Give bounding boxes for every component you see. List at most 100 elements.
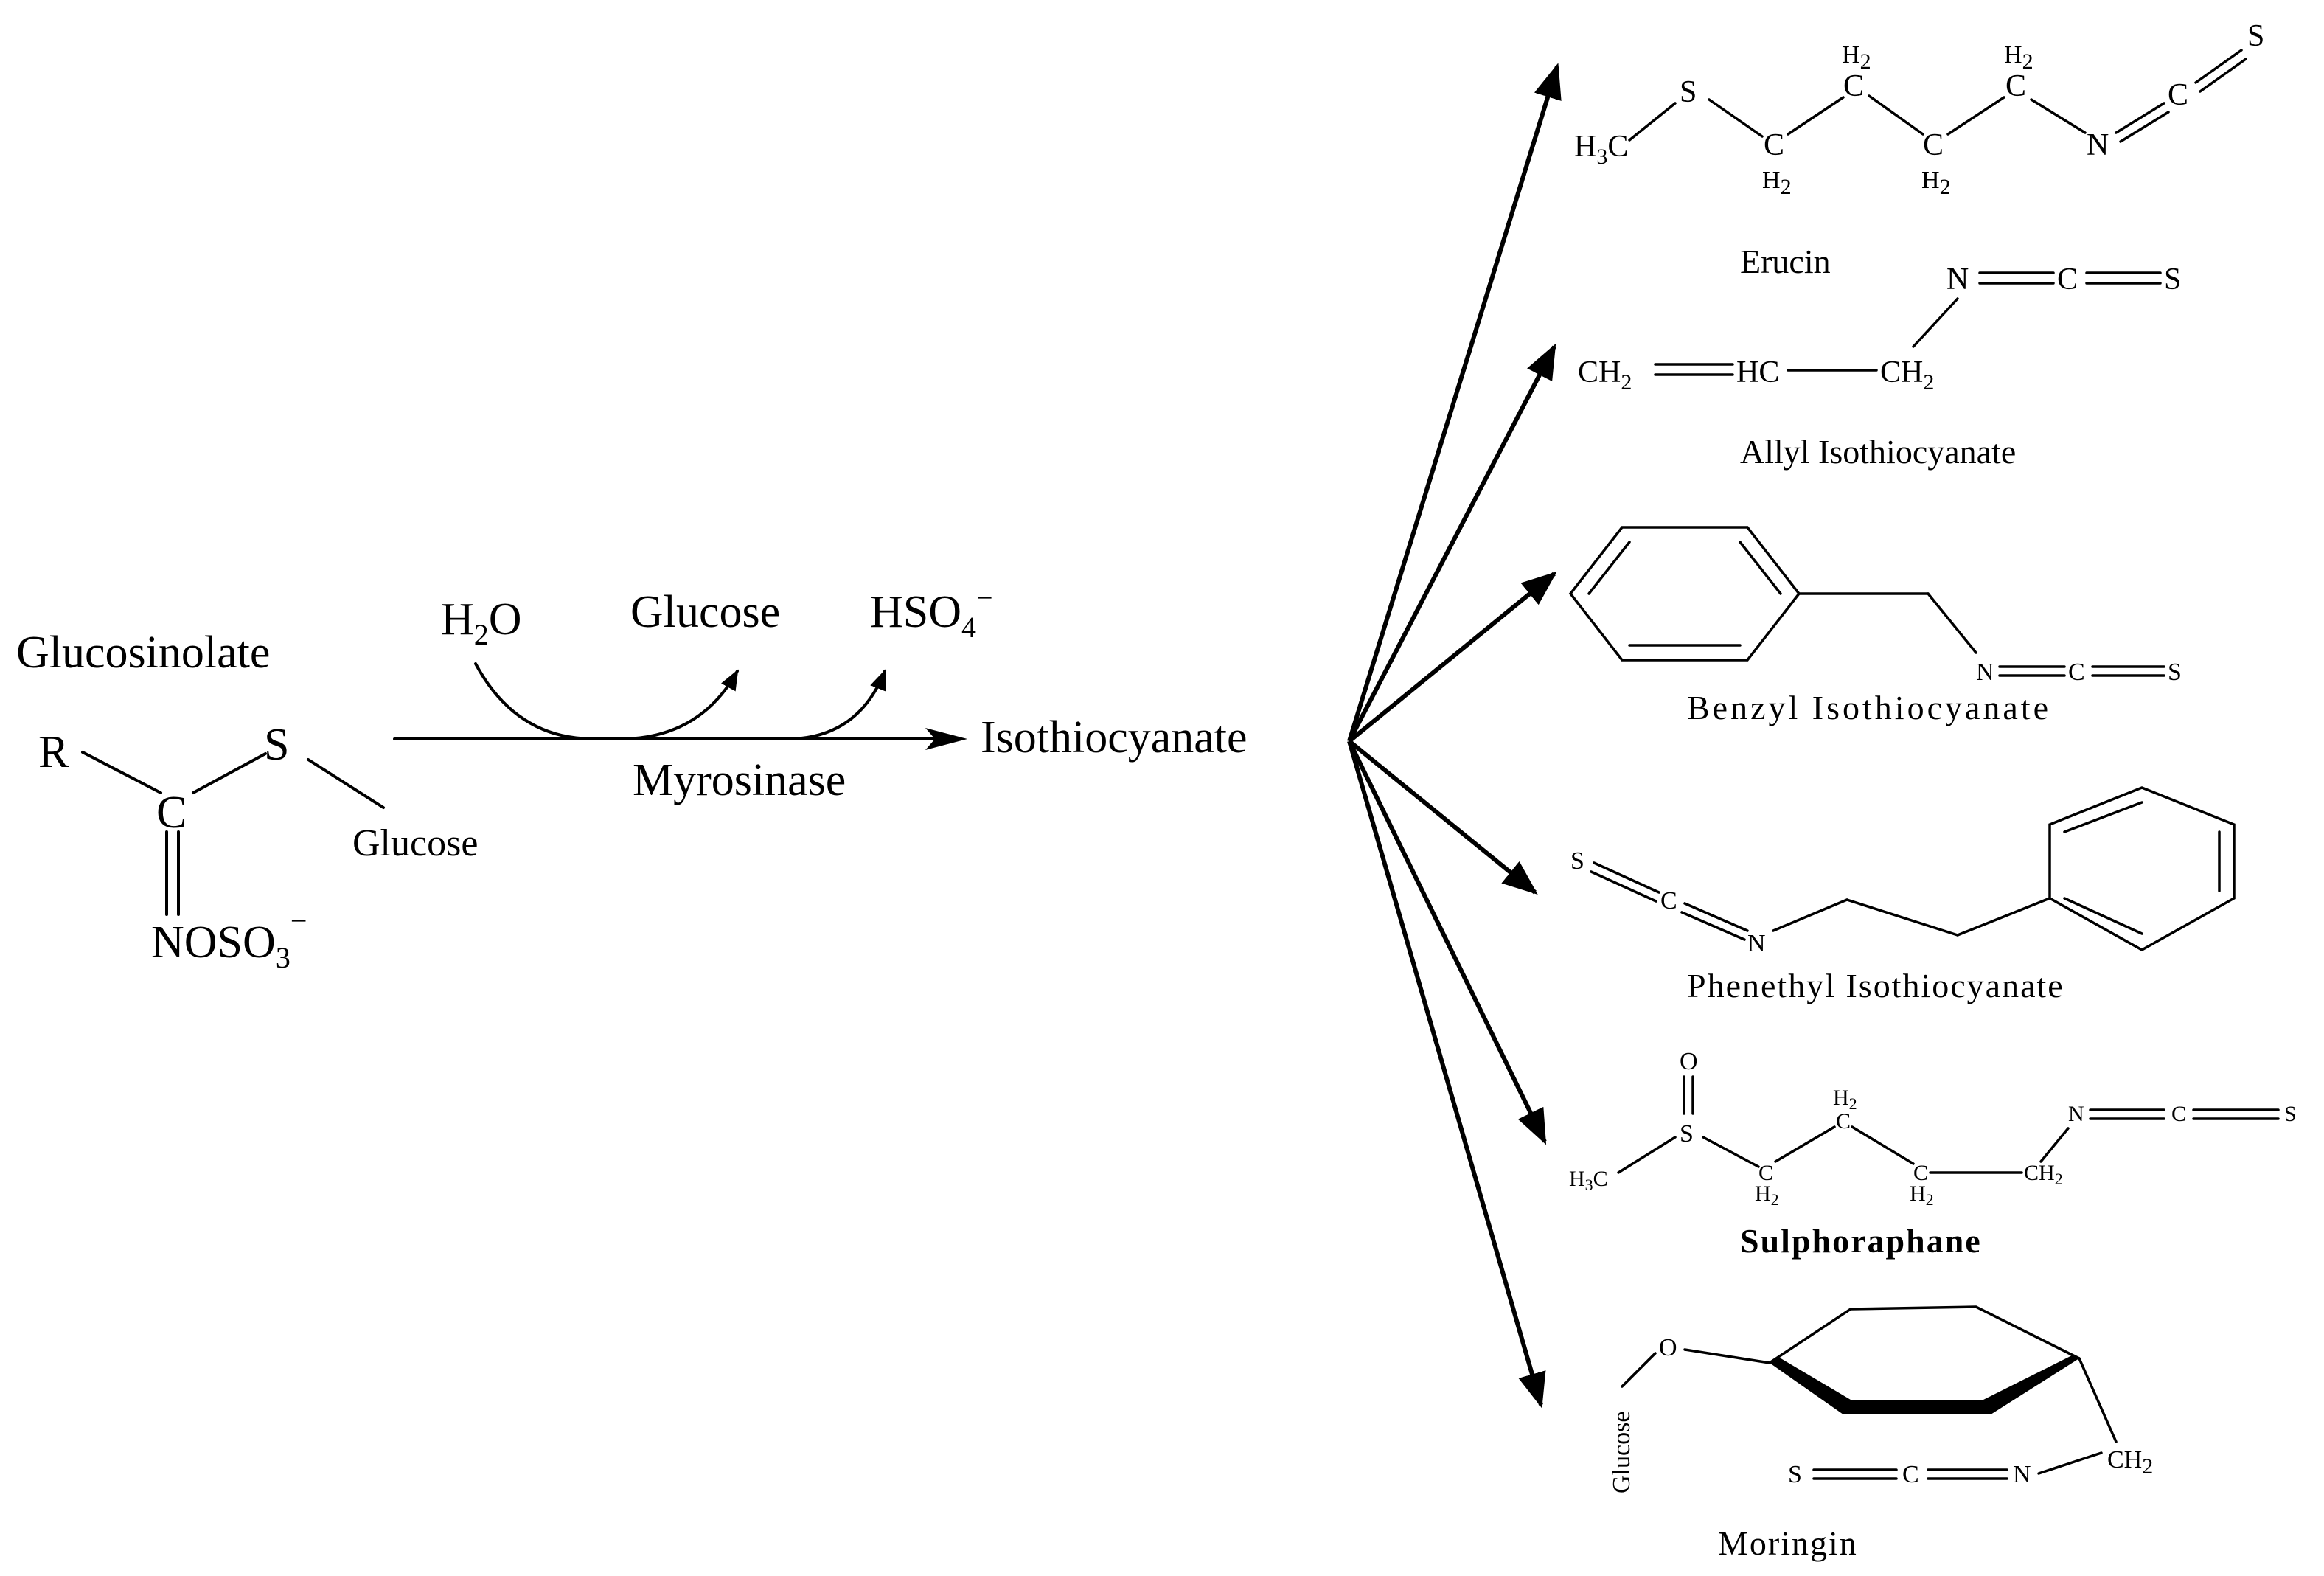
benzyl-ch2-n-bond	[1927, 592, 1977, 654]
bisulfate-release-arrow	[791, 669, 886, 740]
sulph-bond-6	[2039, 1127, 2070, 1163]
water-curved-arrow	[474, 662, 595, 740]
erucin-bond-3	[1787, 96, 1845, 136]
erucin-bond-6	[2030, 98, 2087, 134]
allyl-n: N	[1946, 263, 1969, 296]
benzyl-c: C	[2068, 659, 2085, 686]
benzyl-name: Benzyl Isothiocyanate	[1687, 689, 2051, 726]
erucin-bond-2	[1708, 98, 1764, 138]
sulphoraphane-structure: O S H3C C H2 C H2 C H2 CH2 N C S Sulphor…	[1569, 1048, 2297, 1260]
moringin-glucose: Glucose	[1608, 1412, 1635, 1493]
erucin-c1: C	[1764, 128, 1784, 162]
allyl-isothiocyanate-structure: CH2 HC CH2 N C S Allyl Isothiocyanate	[1578, 263, 2181, 471]
moringin-n: N	[2013, 1461, 2031, 1488]
arrow-to-moringin	[1347, 740, 1546, 1409]
erucin-double-1b	[2119, 111, 2170, 143]
sulph-c1: C	[1758, 1161, 1773, 1185]
phenethyl-name: Phenethyl Isothiocyanate	[1687, 967, 2064, 1004]
carbon-atom: C	[156, 788, 187, 838]
product-arrows	[1347, 63, 1562, 1409]
reaction-arrowhead	[925, 728, 967, 750]
enzyme-label: Myrosinase	[633, 755, 846, 805]
sulph-c4: C	[2171, 1102, 2186, 1126]
benzyl-isothiocyanate-structure: N C S Benzyl Isothiocyanate	[1568, 526, 2182, 726]
erucin-n: N	[2087, 128, 2109, 162]
erucin-bond-4	[1868, 94, 1924, 136]
sulphoraphane-name: Sulphoraphane	[1740, 1222, 1982, 1260]
sulph-c2: C	[1836, 1109, 1851, 1134]
phenethyl-ring-inner-1	[2063, 801, 2143, 833]
benzyl-ring	[1568, 526, 1801, 662]
erucin-c5: C	[2168, 78, 2188, 112]
phenethyl-cn-a	[1683, 902, 1749, 932]
glucose-substituent: Glucose	[352, 822, 478, 864]
sulph-bond-2	[1702, 1136, 1760, 1168]
allyl-s: S	[2164, 263, 2181, 296]
moringin-ch2-n-bond	[2037, 1451, 2103, 1475]
erucin-bond-5	[1946, 96, 2005, 136]
reaction-arrow-group: H2O Glucose HSO4− Myrosinase Isothiocyan…	[393, 581, 1248, 805]
erucin-s: S	[1680, 75, 1697, 109]
sulph-s: S	[1680, 1120, 1694, 1148]
oxime-sulfate-group: NOSO3−	[151, 904, 307, 974]
water-label: H2O	[441, 594, 522, 651]
erucin-c3: C	[1923, 128, 1944, 162]
sulph-s-end: S	[2284, 1102, 2297, 1126]
sulph-ch2: CH2	[2024, 1161, 2063, 1188]
phenethyl-s: S	[1570, 847, 1584, 875]
phenethyl-n: N	[1747, 930, 1766, 957]
erucin-h2-1: H2	[1762, 167, 1792, 199]
phenethyl-cn-b	[1680, 911, 1746, 941]
sulph-h3c: H3C	[1569, 1167, 1608, 1194]
phenethyl-bond-3	[1956, 897, 2051, 937]
glucosinolate-structure: Glucosinolate R C S Glucose NOSO3−	[16, 628, 478, 974]
glucose-byproduct-label: Glucose	[630, 587, 780, 637]
sulph-h2-3: H2	[1910, 1181, 1934, 1209]
r-group-atom: R	[38, 727, 69, 777]
moringin-s: S	[1788, 1461, 1802, 1488]
arrow-to-erucin	[1347, 63, 1562, 742]
r-c-bond	[81, 751, 162, 794]
glucose-release-arrow	[622, 669, 739, 740]
benzyl-n: N	[1976, 659, 1994, 686]
phenethyl-c: C	[1660, 887, 1677, 914]
arrow-to-benzyl	[1348, 571, 1557, 743]
sulph-h2-1: H2	[1755, 1181, 1779, 1209]
sulph-bond-4	[1851, 1125, 1915, 1165]
sulph-c3: C	[1913, 1161, 1928, 1185]
bisulfate-label: HSO4−	[870, 581, 993, 644]
erucin-c2: C	[1843, 69, 1864, 103]
benzyl-s: S	[2168, 659, 2182, 686]
isothiocyanate-label: Isothiocyanate	[981, 712, 1248, 763]
allyl-name: Allyl Isothiocyanate	[1740, 433, 2016, 471]
allyl-c: C	[2057, 263, 2078, 296]
sulph-h2-2: H2	[1833, 1086, 1857, 1113]
sulph-o: O	[1680, 1048, 1698, 1075]
phenethyl-ring	[2048, 786, 2236, 952]
benzyl-ring-inner-1	[1587, 541, 1631, 595]
sulfur-atom: S	[264, 720, 289, 770]
moringin-ring-top	[1768, 1305, 2081, 1364]
benzyl-ring-inner-2	[1739, 541, 1782, 595]
allyl-ch2-2: CH2	[1880, 355, 1934, 395]
moringin-structure: Glucose O CH2 N C S Moringin	[1608, 1305, 2153, 1562]
phenethyl-isothiocyanate-structure: S C N Phenethyl Isothiocyanate	[1570, 786, 2236, 1004]
erucin-double-2a	[2194, 49, 2243, 84]
erucin-c4: C	[2005, 69, 2026, 103]
moringin-name: Moringin	[1718, 1524, 1858, 1562]
phenethyl-sc-b	[1590, 870, 1657, 903]
erucin-double-2b	[2199, 58, 2247, 93]
moringin-c: C	[1902, 1461, 1919, 1488]
erucin-double-1a	[2115, 102, 2165, 134]
erucin-bond-1	[1628, 102, 1677, 142]
glucosinolate-label: Glucosinolate	[16, 628, 270, 678]
erucin-structure: H3C S C H2 C H2 C H2 C H2 N C S Erucin	[1574, 19, 2264, 280]
moringin-ring-wedge	[1770, 1355, 2079, 1414]
allyl-ch2: CH2	[1578, 355, 1632, 395]
erucin-h2-2: H2	[1842, 41, 1871, 74]
moringin-ch2: CH2	[2107, 1446, 2153, 1479]
moringin-glc-o-bond	[1621, 1352, 1657, 1388]
erucin-h2-4: H2	[2004, 41, 2034, 74]
